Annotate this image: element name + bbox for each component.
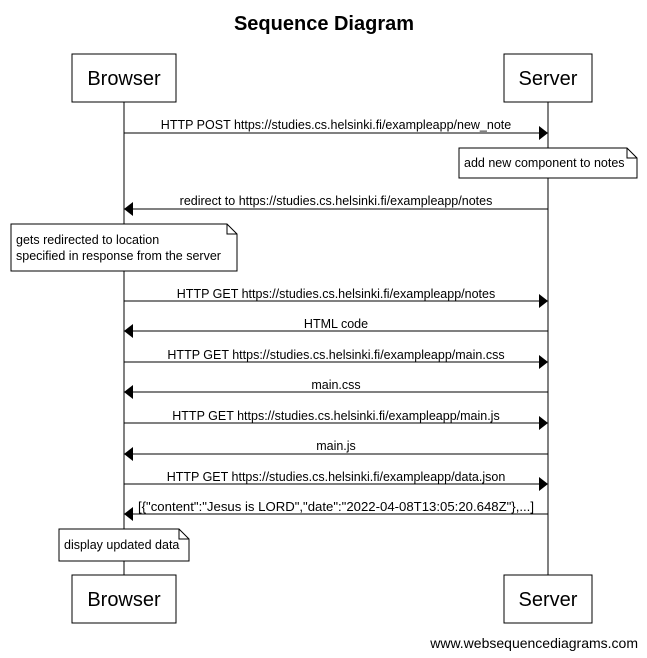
arrowhead	[539, 126, 548, 140]
message-label: HTTP GET https://studies.cs.helsinki.fi/…	[167, 470, 506, 484]
participant-browser-top	[71, 53, 177, 103]
credit-link[interactable]: www.websequencediagrams.com	[429, 635, 638, 651]
note-text: add new component to notes	[464, 156, 625, 170]
arrowhead	[124, 324, 133, 338]
note-text: specified in response from the server	[16, 249, 221, 263]
arrowhead	[124, 385, 133, 399]
participant-server-bottom-label: Server	[519, 589, 578, 611]
participant-server-top-label: Server	[519, 68, 578, 90]
note-fold	[178, 529, 189, 540]
message-label: [{"content":"Jesus is LORD","date":"2022…	[138, 500, 534, 514]
note-box	[458, 147, 638, 179]
arrowhead	[539, 416, 548, 430]
participant-browser-bottom-label: Browser	[87, 589, 161, 611]
participant-server-top	[503, 53, 593, 103]
arrowhead	[539, 294, 548, 308]
message-label: HTTP GET https://studies.cs.helsinki.fi/…	[167, 348, 504, 362]
message-label: HTTP GET https://studies.cs.helsinki.fi/…	[177, 287, 495, 301]
participant-browser-bottom	[71, 574, 177, 624]
participant-browser-top-label: Browser	[87, 68, 161, 90]
message-label: HTTP POST https://studies.cs.helsinki.fi…	[161, 118, 511, 132]
arrowhead	[539, 477, 548, 491]
participant-server-bottom	[503, 574, 593, 624]
message-label: main.js	[316, 439, 356, 453]
arrowhead	[124, 202, 133, 216]
note-box	[58, 528, 190, 562]
note-box	[10, 223, 238, 272]
arrowhead	[124, 507, 133, 521]
diagram-title: Sequence Diagram	[234, 13, 414, 35]
message-label: HTTP GET https://studies.cs.helsinki.fi/…	[172, 409, 499, 423]
note-fold	[626, 148, 637, 159]
message-label: redirect to https://studies.cs.helsinki.…	[180, 194, 493, 208]
message-label: HTML code	[304, 317, 368, 331]
note-text: display updated data	[64, 538, 179, 552]
note-fold	[226, 224, 237, 235]
arrowhead	[539, 355, 548, 369]
message-label: main.css	[311, 378, 360, 392]
note-text: gets redirected to location	[16, 233, 159, 247]
arrowhead	[124, 447, 133, 461]
